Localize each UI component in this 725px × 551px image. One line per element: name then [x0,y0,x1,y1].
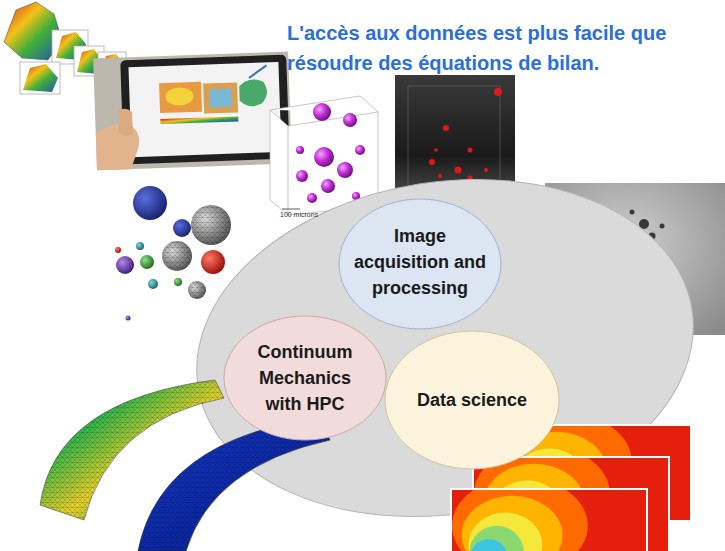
meshed-spheres [115,247,121,253]
bubble-tomography [484,168,488,172]
bubble-tomography [434,148,438,152]
bubble-photo [660,224,665,229]
node-text-group: Continuum Mechanics with HPC [245,339,365,417]
bubble-tomography [455,167,462,174]
node-text-group: Image acquisition and processing [350,223,490,301]
sphere-volume [337,162,353,178]
tablet-photo [120,55,290,165]
meshed-spheres [126,316,131,321]
meshed-spheres [133,186,167,220]
heading: L'accès aux données est plus facile que … [287,18,717,78]
tablet-photo [160,116,238,124]
meshed-spheres [191,205,231,245]
sphere-volume [355,145,365,155]
ellipse-shape [339,199,501,329]
sphere-volume [270,96,378,215]
tablet-photo [165,87,194,106]
contour-plots [452,477,646,551]
bubble-tomography [494,88,502,96]
meshed-spheres [136,242,144,250]
node-text-group: Data science [392,387,552,413]
ellipse-shape [224,316,386,440]
sphere-volume [321,179,335,193]
tablet-photo [209,89,232,108]
sphere-volume [282,209,300,210]
surface-plots [23,64,58,92]
node-label: Data science [392,387,552,413]
meshed-spheres [140,255,154,269]
tablet-photo [95,124,140,170]
meshed-spheres [173,219,191,237]
tablet-photo [128,62,281,157]
scale-label: 100 microns [280,211,318,218]
tablet-photo [159,82,202,113]
sphere-volume [343,113,357,127]
tablet-photo [239,79,267,106]
meshed-spheres [148,279,158,289]
tablet-photo [248,65,266,78]
sphere-volume [313,103,331,121]
meshed-spheres [174,278,182,286]
tablet-photo [93,52,292,171]
sphere-volume [296,146,304,154]
node-label: Image acquisition and processing [350,223,490,301]
sphere-volume [296,170,308,182]
meshed-spheres [116,256,134,274]
sphere-volume [270,96,378,215]
node-label: Continuum Mechanics with HPC [245,339,365,417]
bubble-tomography [443,125,449,131]
ellipse-node: Data science [384,330,560,470]
bubble-tomography [438,174,442,178]
bubble-tomography [468,148,473,153]
sphere-volume [307,193,317,203]
ellipse-shape [385,331,559,469]
meshed-spheres [162,241,192,271]
meshed-spheres [162,241,192,271]
sphere-volume [314,147,334,167]
surface-plots [20,62,60,94]
meshed-spheres [188,281,206,299]
bubble-tomography [429,159,435,165]
meshed-spheres [188,281,206,299]
meshed-spheres [191,205,231,245]
ellipse-node: Continuum Mechanics with HPC [223,315,387,441]
tablet-photo [203,82,238,113]
tablet-photo [118,108,133,136]
meshed-spheres [201,250,225,274]
ellipse-node: Image acquisition and processing [338,198,502,330]
bubble-photo [630,210,635,215]
meshed-spheres [115,186,231,321]
tablet-photo [93,52,292,171]
